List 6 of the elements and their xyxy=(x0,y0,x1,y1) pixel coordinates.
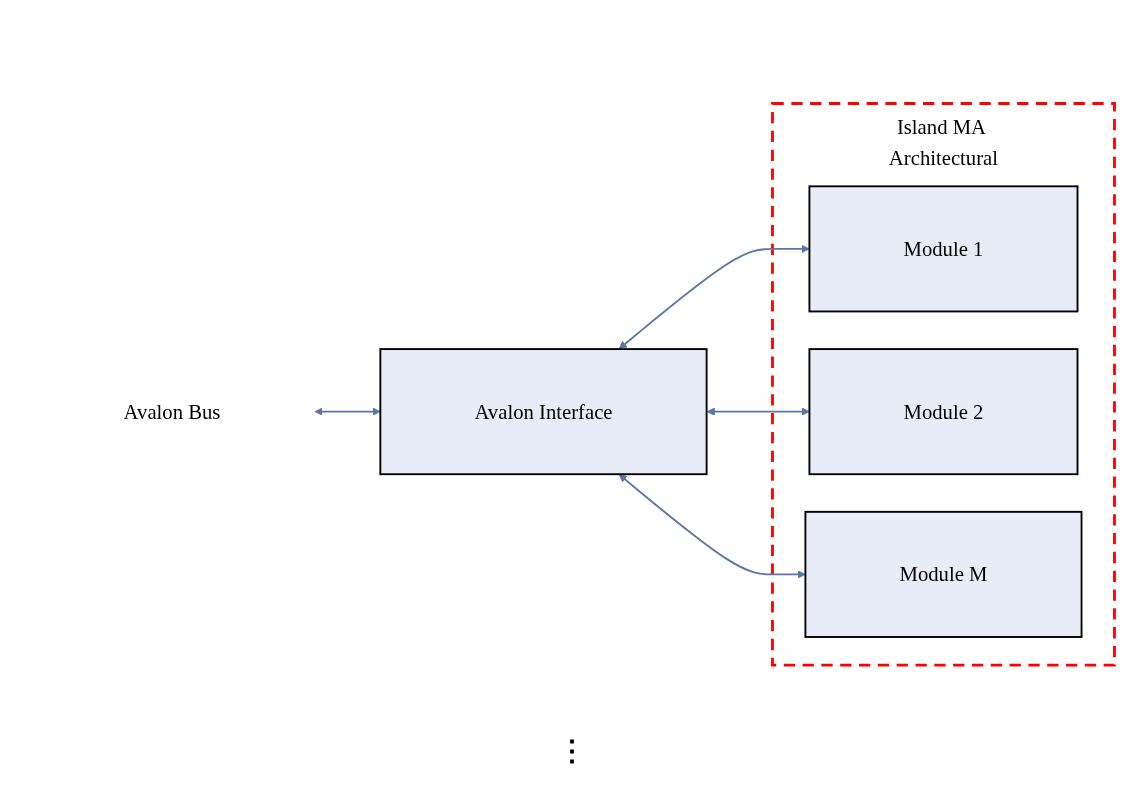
node-text: Avalon Bus xyxy=(123,399,220,424)
node-box: Module 2 xyxy=(807,347,1078,475)
node-box: Avalon Interface xyxy=(378,347,708,475)
node-box: Module M xyxy=(803,510,1082,638)
ellipsis-note: ⋮ xyxy=(557,735,586,766)
node-box: Module 1 xyxy=(807,185,1078,312)
